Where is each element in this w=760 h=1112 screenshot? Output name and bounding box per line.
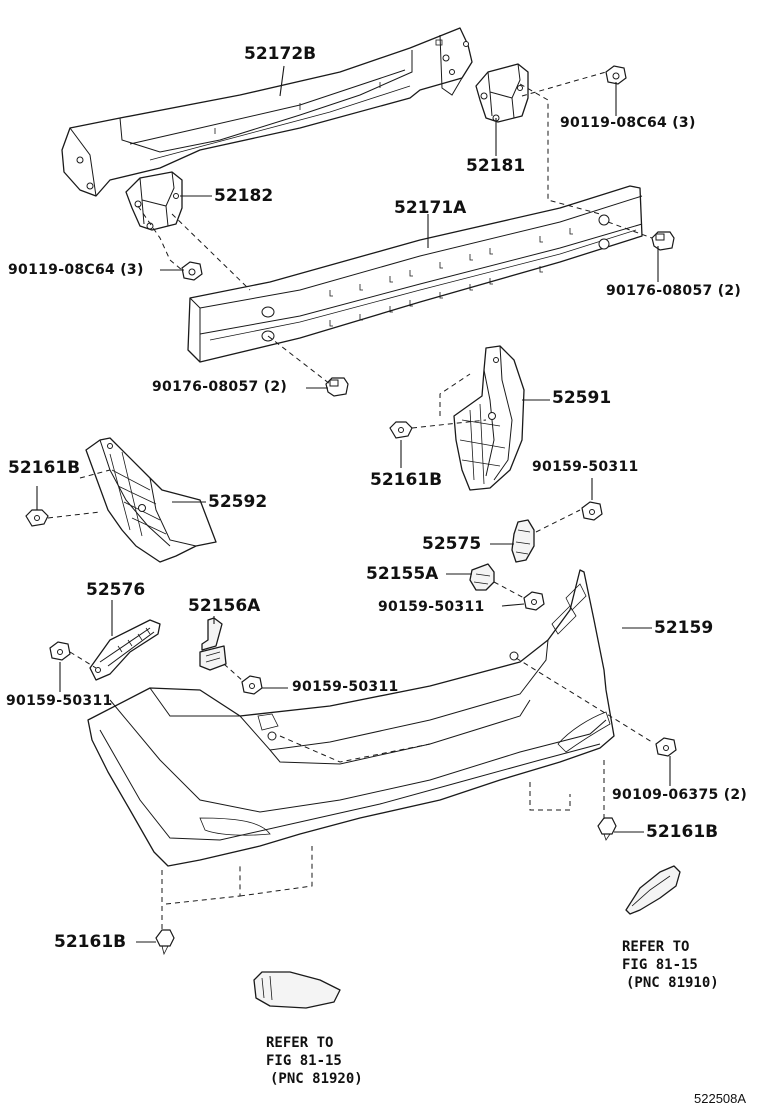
retainer-right <box>453 345 525 491</box>
bolt-right-icon <box>605 65 627 85</box>
screw-left-icon <box>49 641 71 661</box>
figure-code: 522508A <box>694 1091 747 1106</box>
ref-right-line2: FIG 81-15 <box>622 957 698 973</box>
label-retainer-right: 52591 <box>552 388 612 408</box>
nut-right-icon <box>651 231 675 251</box>
assembly-lines <box>47 71 653 930</box>
label-support-left: 52576 <box>86 580 146 600</box>
lower-reinforcement <box>187 185 643 363</box>
label-bracket-left: 52182 <box>214 186 274 206</box>
support-52156a <box>199 617 227 671</box>
label-nut-right: 90176-08057 (2) <box>606 283 742 299</box>
label-screw-center-left: 90159-50311 <box>292 679 399 695</box>
leader-lines <box>36 65 671 943</box>
label-support-center-left: 52156A <box>188 596 261 616</box>
fastener-group <box>25 65 677 956</box>
label-bolt-left: 90119-08C64 (3) <box>8 262 144 278</box>
ref-left-line3: (PNC 81920) <box>270 1071 363 1087</box>
label-clip-left-retainer: 52161B <box>8 458 81 478</box>
clip-bumper-right-icon <box>597 817 617 841</box>
label-spacer-right: 52575 <box>422 534 482 554</box>
label-screw-left: 90159-50311 <box>6 693 113 709</box>
ref-left-line2: FIG 81-15 <box>266 1053 342 1069</box>
clip-bumper-left-icon <box>155 929 175 956</box>
ref-left-line1: REFER TO <box>266 1035 334 1051</box>
reflector-left <box>253 971 341 1009</box>
label-screw-bumper: 90109-06375 (2) <box>612 787 748 803</box>
label-nut-left: 90176-08057 (2) <box>152 379 288 395</box>
spacer-52575 <box>511 519 535 563</box>
upper-reinforcement <box>61 27 473 197</box>
ref-right-line3: (PNC 81910) <box>626 975 719 991</box>
reflector-right <box>625 865 681 915</box>
label-bolt-right: 90119-08C64 (3) <box>560 115 696 131</box>
clip-right-retainer-icon <box>389 421 413 439</box>
label-retainer-left: 52592 <box>208 492 268 512</box>
support-52576 <box>89 619 161 681</box>
bracket-right <box>475 63 529 123</box>
label-bumper-cover: 52159 <box>654 618 714 638</box>
bracket-left <box>125 171 183 231</box>
support-52155a <box>469 563 495 591</box>
label-clip-right-retainer: 52161B <box>370 470 443 490</box>
label-clip-bumper-right: 52161B <box>646 822 719 842</box>
ref-right-line1: REFER TO <box>622 939 690 955</box>
label-reinforcement-lower: 52171A <box>394 198 467 218</box>
label-bracket-right: 52181 <box>466 156 526 176</box>
clip-left-retainer-icon <box>25 509 49 527</box>
bolt-left-icon <box>181 261 203 281</box>
screw-upper-right-icon <box>581 501 603 521</box>
screw-bumper-icon <box>655 737 677 757</box>
screw-center-left-icon <box>241 675 263 695</box>
retainer-left <box>85 437 217 563</box>
label-reinforcement-upper: 52172B <box>244 44 317 64</box>
label-screw-upper-right: 90159-50311 <box>532 459 639 475</box>
label-screw-center-right: 90159-50311 <box>378 599 485 615</box>
nut-left-icon <box>325 377 349 397</box>
bumper-cover <box>87 569 615 867</box>
screw-center-right-icon <box>523 591 545 611</box>
label-clip-bumper-left: 52161B <box>54 932 127 952</box>
label-support-center-right: 52155A <box>366 564 439 584</box>
